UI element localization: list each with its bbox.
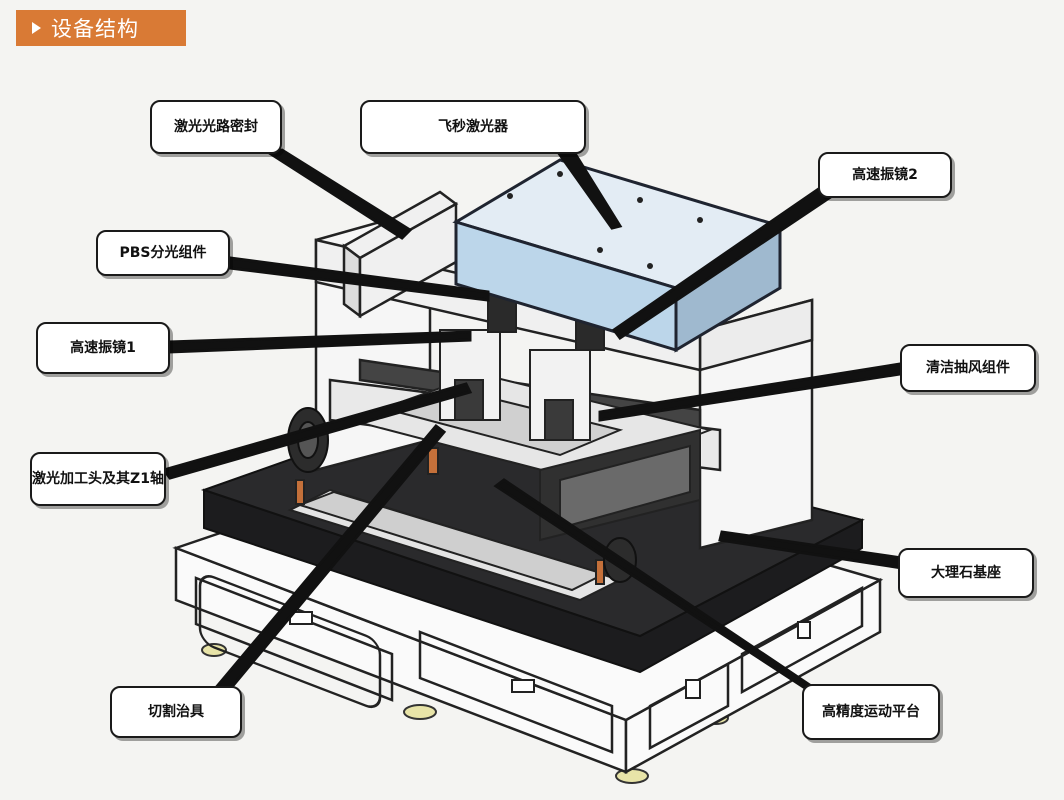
callout-laser-path-seal: 激光光路密封 xyxy=(150,100,282,154)
callout-pbs-splitter: PBS分光组件 xyxy=(96,230,230,276)
callout-cutting-fixture: 切割治具 xyxy=(110,686,242,738)
leader-lines xyxy=(161,148,904,696)
callout-precision-stage: 高精度运动平台 xyxy=(802,684,940,740)
callout-femto-laser: 飞秒激光器 xyxy=(360,100,586,154)
callout-galvo-2: 高速振镜2 xyxy=(818,152,952,198)
femto-laser-screws xyxy=(507,171,703,269)
callout-galvo-1: 高速振镜1 xyxy=(36,322,170,374)
cabinet-handles xyxy=(289,611,811,699)
callout-laser-head-z1: 激光加工头及其Z1轴 xyxy=(30,452,166,506)
play-triangle-icon xyxy=(32,22,41,34)
marble-base xyxy=(200,408,865,674)
laser-heads xyxy=(439,291,605,441)
page-title: 设备结构 xyxy=(51,17,139,41)
callout-cleaning-suction: 清洁抽风组件 xyxy=(900,344,1036,392)
callout-marble-base: 大理石基座 xyxy=(898,548,1034,598)
page-title-bar: 设备结构 xyxy=(16,10,186,46)
